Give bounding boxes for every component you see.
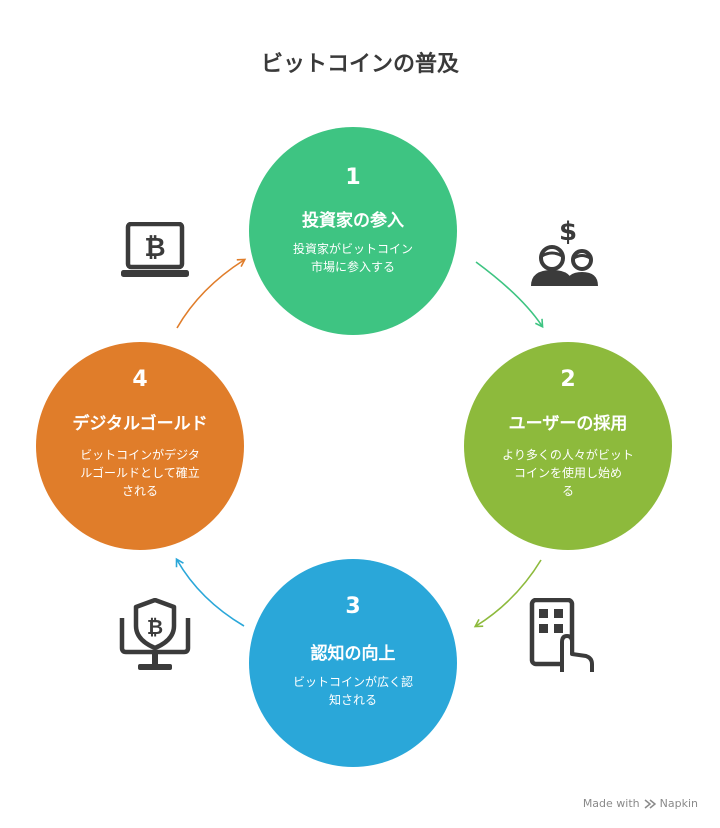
- step-3-description: ビットコインが広く認 知される: [269, 673, 437, 709]
- arrow-3-to-4: [175, 557, 245, 627]
- step-1-description: 投資家がビットコイン 市場に参入する: [269, 240, 437, 276]
- step-4-digital-gold: 4 デジタルゴールド ビットコインがデジタ ルゴールドとして確立 される: [36, 342, 244, 550]
- svg-text:₿: ₿: [147, 615, 163, 639]
- step-2-desc-line: より多くの人々がビット: [502, 448, 634, 462]
- made-with-label: Made with: [582, 797, 640, 810]
- arrow-2-to-3: [473, 559, 542, 628]
- step-4-desc-line: ルゴールドとして確立: [80, 466, 200, 480]
- touch-screen-app-icon: [529, 598, 594, 672]
- svg-text:₿: ₿: [144, 233, 165, 263]
- step-3-desc-line: 知される: [328, 693, 377, 707]
- step-3-desc-line: ビットコインが広く認: [292, 675, 413, 689]
- step-3-awareness: 3 認知の向上 ビットコインが広く認 知される: [249, 559, 457, 767]
- svg-text:$: $: [559, 217, 577, 247]
- napkin-attribution: Made with Napkin: [583, 797, 698, 810]
- napkin-brand-label: Napkin: [659, 797, 698, 810]
- step-2-number: 2: [560, 367, 576, 392]
- step-3-title: 認知の向上: [310, 644, 396, 664]
- step-2-desc-line: る: [561, 484, 574, 498]
- step-4-title: デジタルゴールド: [72, 414, 208, 434]
- step-2-title: ユーザーの採用: [508, 414, 628, 434]
- step-4-number: 4: [132, 367, 148, 392]
- bitcoin-laptop-icon: ₿: [121, 222, 189, 277]
- step-2-user-adoption: 2 ユーザーの採用 より多くの人々がビット コインを使用し始め る: [464, 342, 672, 550]
- step-1-desc-line: 投資家がビットコイン: [292, 242, 413, 256]
- step-4-desc-line: ビットコインがデジタ: [80, 448, 200, 462]
- step-2-desc-line: コインを使用し始め: [513, 466, 622, 480]
- investors-dollar-icon: $: [531, 217, 598, 286]
- bitcoin-shield-monitor-icon: ₿: [119, 598, 191, 670]
- step-4-description: ビットコインがデジタ ルゴールドとして確立 される: [56, 446, 224, 500]
- step-1-number: 1: [345, 165, 361, 190]
- arrow-4-to-1: [176, 258, 247, 329]
- diagram-title: ビットコインの普及: [260, 52, 459, 77]
- step-1-desc-line: 市場に参入する: [310, 260, 395, 274]
- step-3-number: 3: [345, 594, 361, 619]
- step-2-description: より多くの人々がビット コインを使用し始め る: [484, 446, 652, 500]
- step-1-investor-entry: 1 投資家の参入 投資家がビットコイン 市場に参入する: [249, 127, 457, 335]
- step-4-desc-line: される: [121, 484, 158, 498]
- arrow-1-to-2: [475, 261, 544, 329]
- step-1-title: 投資家の参入: [302, 211, 404, 231]
- napkin-logo-icon: [644, 798, 656, 809]
